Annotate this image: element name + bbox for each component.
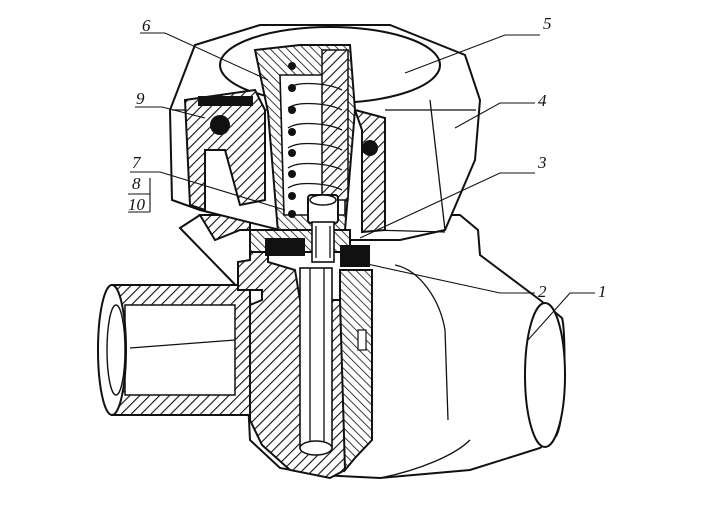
callout-2: 2 — [538, 282, 547, 301]
callout-3: 3 — [537, 153, 547, 172]
callout-5: 5 — [543, 14, 552, 33]
valve-stem-bore — [299, 267, 333, 449]
leader-5 — [404, 34, 540, 74]
callout-7: 7 — [132, 153, 142, 172]
body-section — [198, 214, 373, 480]
callout-9: 9 — [136, 89, 145, 108]
leader-4 — [454, 102, 535, 129]
leader-lines — [128, 32, 595, 341]
o-ring — [198, 96, 378, 156]
leader-2 — [357, 261, 535, 294]
valve-disc — [249, 194, 370, 267]
leader-1 — [527, 292, 595, 341]
leader-6 — [140, 32, 269, 81]
inlet-pipe — [97, 284, 251, 416]
outlet-pipe-end — [524, 302, 566, 448]
callout-6: 6 — [142, 16, 151, 35]
callout-4: 4 — [538, 91, 547, 110]
callout-1: 1 — [598, 282, 607, 301]
leader-9 — [135, 106, 206, 119]
callout-10: 10 — [128, 195, 146, 214]
callout-8: 8 — [132, 174, 141, 193]
spring-coils — [287, 62, 343, 218]
callout-labels: 5 4 3 2 1 6 9 7 8 10 — [128, 14, 607, 301]
leader-7 — [130, 171, 286, 211]
leader-3 — [359, 172, 535, 239]
